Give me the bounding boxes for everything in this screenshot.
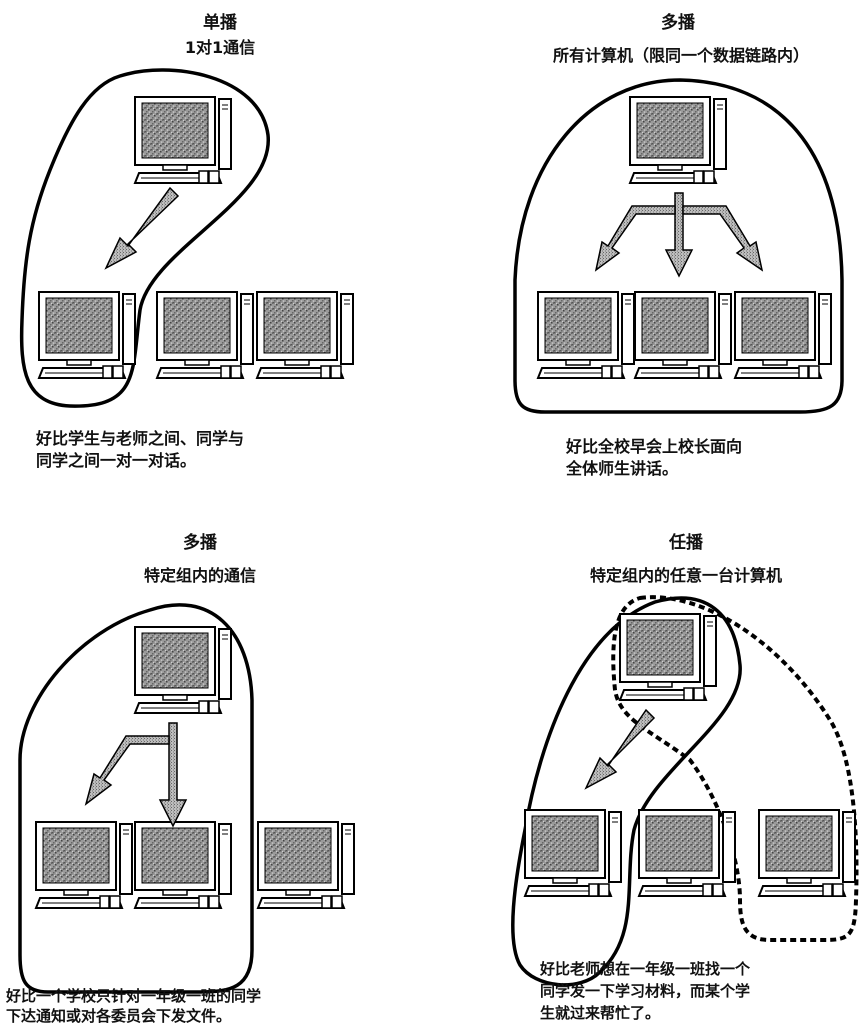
multicast-subtitle: 特定组内的通信 (143, 566, 256, 585)
broadcast-diagram (513, 78, 844, 414)
multicast-arrows (84, 722, 188, 828)
anycast-arrow (584, 708, 656, 790)
anycast-subtitle: 特定组内的任意一台计算机 (589, 566, 782, 585)
broadcast-caption: 好比全校早会上校长面向 全体师生讲话。 (566, 436, 742, 480)
unicast-caption: 好比学生与老师之间、同学与 同学之间一对一对话。 (36, 428, 244, 472)
unicast-arrow (104, 186, 180, 270)
anycast-title: 任播 (669, 533, 703, 553)
anycast-caption-line-2: 同学发一下学习材料，而某个学 (540, 982, 751, 1000)
multicast-caption: 好比一个学校只针对一年级一班的同学 下达通知或对各委员会下发文件。 (6, 986, 261, 1026)
broadcast-caption-line-1: 好比全校早会上校长面向 (566, 437, 743, 456)
unicast-title: 单播 (203, 13, 237, 33)
broadcast-group-outline (513, 78, 844, 414)
multicast-caption-line-2: 下达通知或对各委员会下发文件。 (6, 1007, 232, 1025)
multicast-sender-computer (134, 626, 232, 714)
anycast-caption-line-3: 生就过来帮忙了。 (540, 1004, 661, 1022)
unicast-diagram (19, 68, 354, 408)
unicast-group-outline (19, 68, 270, 408)
unicast-other-computer-1 (156, 291, 254, 379)
multicast-caption-line-1: 好比一个学校只针对一年级一班的同学 (6, 987, 262, 1005)
unicast-sender-computer (134, 96, 232, 184)
unicast-other-computer-2 (256, 291, 354, 379)
unicast-caption-line-1: 好比学生与老师之间、同学与 (36, 429, 245, 448)
multicast-receiver-computer-2 (134, 821, 232, 909)
broadcast-sender-computer (629, 96, 727, 184)
multicast-receiver-computer-1 (35, 821, 133, 909)
broadcast-receiver-computer-2 (634, 291, 732, 379)
unicast-caption-line-2: 同学之间一对一对话。 (36, 451, 197, 470)
broadcast-receiver-computer-3 (734, 291, 832, 379)
anycast-group-outline (511, 596, 742, 987)
unicast-receiver-computer (38, 291, 136, 379)
anycast-responder-computer (758, 809, 856, 897)
multicast-outside-computer (257, 821, 355, 909)
multicast-title: 多播 (183, 533, 217, 553)
broadcast-caption-line-2: 全体师生讲话。 (566, 459, 679, 478)
anycast-receiver-computer (524, 809, 622, 897)
anycast-diagram (511, 595, 859, 987)
anycast-group-computer (638, 809, 736, 897)
broadcast-subtitle: 所有计算机（限同一个数据链路内） (552, 46, 809, 65)
anycast-caption-line-1: 好比老师想在一年级一班找一个 (540, 960, 751, 978)
anycast-responder-outline (611, 595, 859, 942)
anycast-caption: 好比老师想在一年级一班找一个 同学发一下学习材料，而某个学 生就过来帮忙了。 (540, 958, 750, 1024)
broadcast-receiver-computer-1 (537, 291, 635, 379)
broadcast-arrows (594, 192, 764, 278)
multicast-diagram (18, 603, 355, 994)
multicast-group-outline (18, 603, 254, 994)
broadcast-title: 多播 (661, 13, 695, 33)
anycast-sender-computer (619, 613, 717, 701)
unicast-subtitle: 1对1通信 (184, 38, 256, 57)
